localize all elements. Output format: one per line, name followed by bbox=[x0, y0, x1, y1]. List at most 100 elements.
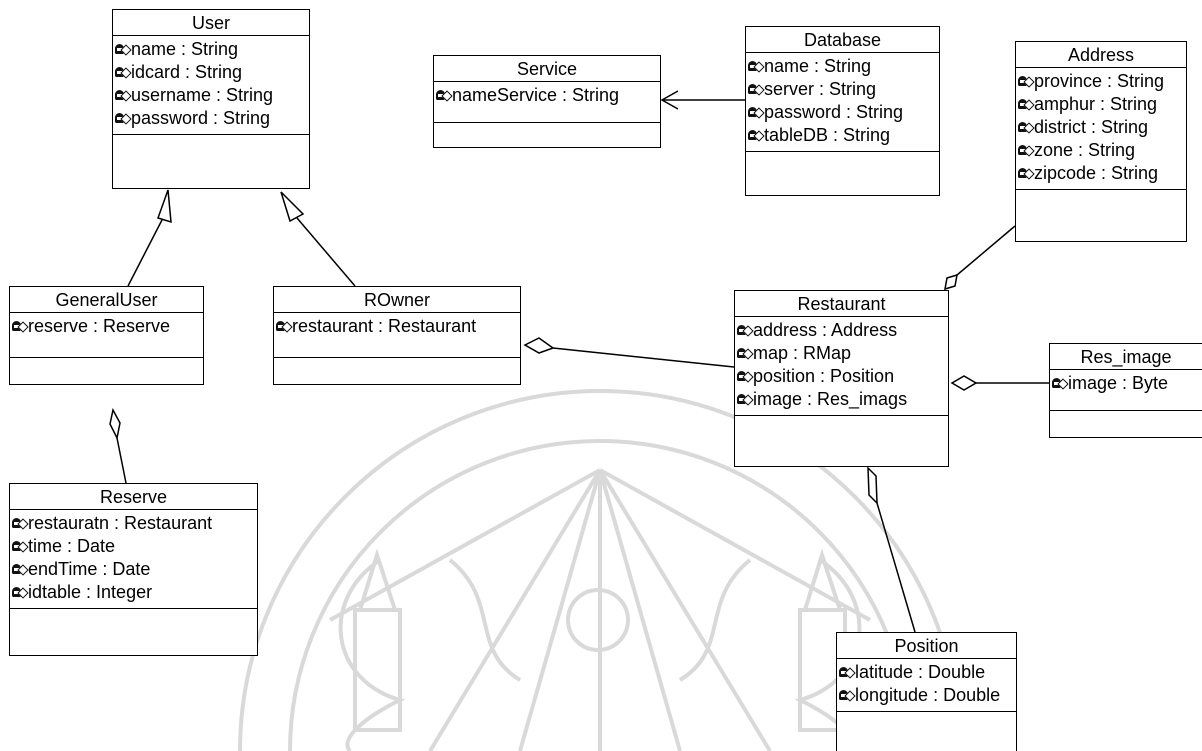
class-name: Service bbox=[434, 56, 660, 82]
generalization-arrowhead-generaluser bbox=[157, 189, 172, 224]
private-attribute-icon bbox=[115, 66, 132, 79]
private-attribute-icon bbox=[115, 43, 132, 56]
attribute: position : Position bbox=[735, 365, 948, 388]
attribute-text: name : String bbox=[764, 56, 872, 76]
attribute-text: idcard : String bbox=[131, 62, 243, 82]
private-attribute-icon bbox=[115, 112, 132, 125]
attribute-text: zipcode : String bbox=[1034, 163, 1159, 183]
private-attribute-icon bbox=[12, 586, 29, 599]
attribute: longitude : Double bbox=[837, 684, 1016, 707]
attribute: password : String bbox=[746, 101, 939, 124]
attribute: password : String bbox=[113, 107, 309, 130]
private-attribute-icon bbox=[1018, 98, 1035, 111]
attribute-text: name : String bbox=[131, 39, 239, 59]
class-service[interactable]: Service nameService : String bbox=[433, 55, 661, 148]
attribute: address : Address bbox=[735, 319, 948, 342]
operations-compartment bbox=[746, 152, 939, 166]
private-attribute-icon bbox=[737, 370, 754, 383]
aggregation-diamond-restaurant-address bbox=[944, 273, 958, 291]
attribute: image : Res_imags bbox=[735, 388, 948, 411]
attribute-text: restauratn : Restaurant bbox=[28, 513, 213, 533]
generalization-line-rowner-user bbox=[296, 217, 356, 287]
operations-compartment bbox=[735, 416, 948, 430]
attribute-text: longitude : Double bbox=[855, 685, 1001, 705]
attribute-text: tableDB : String bbox=[764, 125, 891, 145]
class-res-image[interactable]: Res_image image : Byte bbox=[1049, 343, 1202, 438]
operations-compartment bbox=[113, 135, 309, 149]
aggregation-line-rowner-restaurant bbox=[552, 347, 735, 368]
class-name: Res_image bbox=[1050, 344, 1202, 370]
private-attribute-icon bbox=[276, 320, 293, 333]
private-attribute-icon bbox=[748, 83, 765, 96]
class-name: GeneralUser bbox=[10, 287, 203, 313]
attribute: amphur : String bbox=[1016, 93, 1186, 116]
attribute-list: image : Byte bbox=[1050, 370, 1202, 411]
aggregation-line-restaurant-address bbox=[956, 225, 1016, 276]
attribute: name : String bbox=[746, 55, 939, 78]
attribute: zipcode : String bbox=[1016, 162, 1186, 185]
attribute-text: position : Position bbox=[753, 366, 895, 386]
operations-compartment bbox=[10, 609, 257, 623]
class-user[interactable]: User name : String idcard : String usern… bbox=[112, 9, 310, 189]
class-name: Restaurant bbox=[735, 291, 948, 317]
class-name: Position bbox=[837, 633, 1016, 659]
private-attribute-icon bbox=[115, 89, 132, 102]
attribute-text: endTime : Date bbox=[28, 559, 151, 579]
attribute: idtable : Integer bbox=[10, 581, 257, 604]
attribute-text: image : Res_imags bbox=[753, 389, 908, 409]
attribute: restauratn : Restaurant bbox=[10, 512, 257, 535]
generalization-line-generaluser-user bbox=[127, 217, 164, 287]
class-address[interactable]: Address province : String amphur : Strin… bbox=[1015, 41, 1187, 242]
attribute: reserve : Reserve bbox=[10, 315, 203, 338]
operations-compartment bbox=[434, 123, 660, 137]
attribute: time : Date bbox=[10, 535, 257, 558]
attribute-text: image : Byte bbox=[1068, 373, 1169, 393]
private-attribute-icon bbox=[1018, 75, 1035, 88]
private-attribute-icon bbox=[839, 689, 856, 702]
attribute-text: restaurant : Restaurant bbox=[292, 316, 477, 336]
aggregation-line-restaurant-position bbox=[876, 502, 916, 633]
attribute-text: password : String bbox=[764, 102, 904, 122]
attribute-list: restauratn : Restaurant time : Date endT… bbox=[10, 510, 257, 609]
class-reserve[interactable]: Reserve restauratn : Restaurant time : D… bbox=[9, 483, 258, 656]
attribute-list: restaurant : Restaurant bbox=[274, 313, 520, 358]
private-attribute-icon bbox=[12, 517, 29, 530]
attribute: zone : String bbox=[1016, 139, 1186, 162]
class-database[interactable]: Database name : String server : String p… bbox=[745, 26, 940, 196]
operations-compartment bbox=[1050, 411, 1202, 425]
attribute: restaurant : Restaurant bbox=[274, 315, 520, 338]
private-attribute-icon bbox=[12, 563, 29, 576]
attribute: username : String bbox=[113, 84, 309, 107]
attribute: server : String bbox=[746, 78, 939, 101]
attribute-list: name : String server : String password :… bbox=[746, 53, 939, 152]
aggregation-diamond-reserve bbox=[109, 407, 121, 441]
attribute-text: district : String bbox=[1034, 117, 1149, 137]
operations-compartment bbox=[837, 712, 1016, 726]
attribute-text: idtable : Integer bbox=[28, 582, 153, 602]
attribute-text: latitude : Double bbox=[855, 662, 986, 682]
attribute: tableDB : String bbox=[746, 124, 939, 147]
private-attribute-icon bbox=[748, 106, 765, 119]
attribute-list: reserve : Reserve bbox=[10, 313, 203, 358]
attribute: endTime : Date bbox=[10, 558, 257, 581]
class-name: Address bbox=[1016, 42, 1186, 68]
aggregation-diamond-rowner bbox=[523, 337, 555, 354]
attribute: latitude : Double bbox=[837, 661, 1016, 684]
attribute-text: password : String bbox=[131, 108, 271, 128]
attribute: nameService : String bbox=[434, 84, 660, 107]
class-rowner[interactable]: ROwner restaurant : Restaurant bbox=[273, 286, 521, 385]
class-restaurant[interactable]: Restaurant address : Address map : RMap … bbox=[734, 290, 949, 467]
attribute-text: time : Date bbox=[28, 536, 116, 556]
attribute: district : String bbox=[1016, 116, 1186, 139]
class-name: Database bbox=[746, 27, 939, 53]
attribute: name : String bbox=[113, 38, 309, 61]
class-generaluser[interactable]: GeneralUser reserve : Reserve bbox=[9, 286, 204, 385]
class-position[interactable]: Position latitude : Double longitude : D… bbox=[836, 632, 1017, 751]
attribute-text: reserve : Reserve bbox=[28, 316, 171, 336]
attribute-text: amphur : String bbox=[1034, 94, 1158, 114]
private-attribute-icon bbox=[748, 129, 765, 142]
attribute: idcard : String bbox=[113, 61, 309, 84]
attribute-text: username : String bbox=[131, 85, 274, 105]
